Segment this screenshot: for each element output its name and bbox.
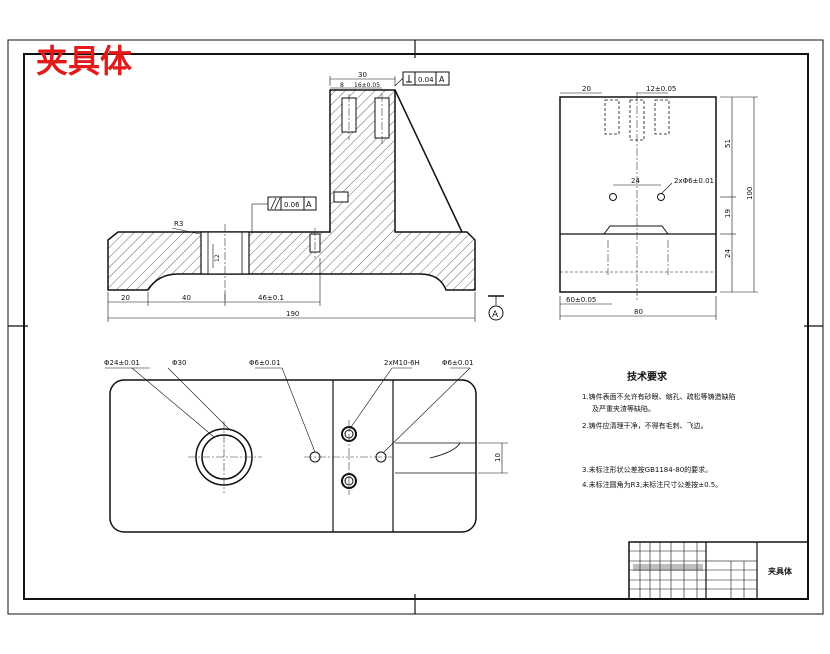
tol-perp: 0.04	[418, 76, 434, 84]
tolerance-frame-parallel: 0.06 A	[251, 196, 317, 232]
tol-parallel-datum: A	[306, 200, 312, 209]
tech-req-item: 1.铸件表面不允许有砂眼、缩孔、疏松等铸造缺陷	[582, 392, 736, 401]
dim-30: 30	[358, 71, 367, 79]
tol-perp-datum: A	[439, 75, 445, 84]
tech-req-item: 3.未标注形状公差按GB1184-80的要求。	[582, 465, 712, 474]
outer-border	[7, 39, 824, 615]
dim-8: 8	[340, 82, 344, 89]
plan-dim-2m10: 2xM10-6H	[384, 359, 420, 367]
datum-marker-label: A	[492, 310, 499, 320]
end-dim-51: 51	[724, 139, 732, 148]
dim-20: 20	[121, 294, 130, 302]
end-dim-20: 20	[582, 85, 591, 93]
rib-edge	[394, 89, 463, 233]
dim-16: 16±0.05	[354, 82, 380, 89]
side-view: 20 40 46±0.1 190 30 8 16±0.05 12 R3 0.04…	[107, 71, 504, 322]
plan-dim-phi6a: Φ6±0.01	[249, 359, 280, 367]
plan-view: Φ24±0.01 Φ30 Φ6±0.01 2xM10-6H Φ6±0.01 10	[104, 359, 508, 533]
pin-hole-left	[609, 193, 617, 201]
dim-12: 12	[214, 254, 221, 262]
tech-req-heading: 技术要求	[627, 370, 668, 383]
datum-marker: A	[488, 295, 504, 321]
end-dim-19: 19	[724, 209, 732, 218]
tech-req-item: 4.未标注圆角为R3,未标注尺寸公差按±0.5。	[582, 480, 722, 489]
technical-requirements: 技术要求 1.铸件表面不允许有砂眼、缩孔、疏松等铸造缺陷 及严重夹渣等缺陷。 2…	[582, 370, 736, 489]
tech-req-item: 2.铸件应清理干净，不得有毛刺、飞边。	[582, 421, 708, 430]
centering-marks	[8, 40, 823, 614]
end-dim-24: 24	[631, 177, 640, 185]
end-dim-100: 100	[746, 187, 754, 200]
drawing-title: 夹具体	[36, 42, 132, 80]
end-view: 20 12±0.05 24 2xΦ6±0.01 51 19 24 100 60±…	[559, 85, 758, 320]
tech-req-item: 及严重夹渣等缺陷。	[592, 404, 655, 413]
plan-dim-phi30: Φ30	[172, 359, 186, 367]
plan-dim-10: 10	[494, 453, 502, 462]
side-section-body	[107, 89, 476, 291]
pin-hole-right	[657, 193, 665, 201]
title-block: 夹具体	[628, 541, 809, 600]
dim-r3: R3	[174, 220, 183, 228]
dim-40: 40	[182, 294, 191, 302]
end-dim-80: 80	[634, 308, 643, 316]
pin-hole	[333, 191, 349, 203]
tol-parallel: 0.06	[284, 201, 300, 209]
dim-46: 46±0.1	[258, 294, 284, 302]
plan-outline	[109, 379, 477, 533]
end-dim-12: 12±0.05	[646, 85, 676, 93]
end-dim-holes: 2xΦ6±0.01	[674, 177, 714, 185]
title-block-name: 夹具体	[768, 566, 793, 576]
tolerance-frame-perp: 0.04 A	[394, 71, 450, 87]
plan-dim-phi24: Φ24±0.01	[104, 359, 140, 367]
dim-190: 190	[286, 310, 299, 318]
plan-dim-phi6b: Φ6±0.01	[442, 359, 473, 367]
end-dim-24v: 24	[724, 249, 732, 258]
end-outline	[559, 96, 717, 293]
end-dim-60: 60±0.05	[566, 296, 596, 304]
